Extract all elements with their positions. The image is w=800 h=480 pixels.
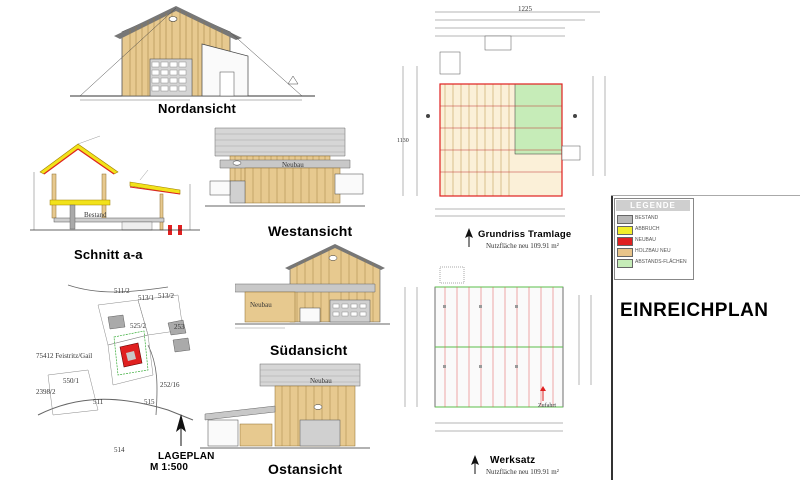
legend-swatch-abstand	[617, 259, 633, 268]
legend-label-abstand: ABSTANDS-FLÄCHEN	[635, 259, 687, 265]
lageplan-parcel-main: 75412 Feistritz/Gail	[36, 352, 93, 360]
schnitt-drawing	[30, 135, 200, 235]
westansicht-neubau-label: Neubau	[282, 161, 304, 169]
legend-swatch-bestand	[617, 215, 633, 224]
ostansicht-title: Ostansicht	[268, 461, 343, 477]
legend-item-neubau: NEUBAU	[617, 236, 691, 246]
legend-label-neubau: NEUBAU	[635, 237, 656, 243]
lageplan-parcel-5: 253	[174, 323, 185, 331]
lageplan-parcel-2: 513/1	[138, 294, 154, 302]
westansicht-title: Westansicht	[268, 223, 353, 239]
suedansicht-title: Südansicht	[270, 342, 348, 358]
lageplan-parcel-3: 513/2	[158, 292, 174, 300]
legend-item-bestand: BESTAND	[617, 214, 691, 224]
title-block-top-border	[611, 195, 800, 196]
north-arrow-icon	[176, 414, 186, 446]
lageplan-parcel-11: 252/16	[160, 381, 180, 389]
legend-swatch-neubau	[617, 237, 633, 246]
legend-item-holzbau: HOLZBAU NEU	[617, 247, 691, 257]
ostansicht-drawing	[200, 363, 370, 449]
lageplan-parcel-9: 515	[144, 398, 155, 406]
grundriss-dim-total: 1130	[397, 138, 409, 144]
lageplan-parcel-6: 550/1	[63, 377, 79, 385]
grundriss-area: Nutzfläche neu 109.91 m²	[486, 242, 559, 250]
werksatz-annex-label: Zufahrt	[538, 403, 556, 409]
schnitt-title: Schnitt a-a	[74, 247, 143, 262]
werksatz-drawing	[404, 266, 592, 432]
werksatz-area: Nutzfläche neu 109.91 m²	[486, 468, 559, 476]
grundriss-north-icon	[465, 228, 473, 247]
grundriss-drawing	[402, 11, 606, 217]
legend-swatch-abbruch	[617, 226, 633, 235]
lageplan-parcel-8: 511	[93, 398, 104, 406]
suedansicht-drawing	[235, 244, 390, 329]
lageplan-parcel-7: 2398/2	[36, 388, 56, 396]
werksatz-title: Werksatz	[490, 455, 536, 466]
grundriss-dim-top: 1225	[518, 5, 532, 13]
ostansicht-neubau-label: Neubau	[310, 377, 332, 385]
grundriss-title: Grundriss Tramlage	[478, 229, 572, 240]
legend-item-abbruch: ABBRUCH	[617, 225, 691, 235]
nordansicht-title: Nordansicht	[158, 101, 237, 116]
lageplan-title: LAGEPLAN	[158, 451, 215, 462]
lageplan-drawing	[37, 284, 194, 421]
lageplan-parcel-10: 514	[114, 446, 125, 454]
legend-label-abbruch: ABBRUCH	[635, 226, 660, 232]
lageplan-parcel-1: 511/2	[114, 287, 130, 295]
suedansicht-neubau-label: Neubau	[250, 301, 272, 309]
nordansicht-drawing	[70, 6, 315, 101]
title-block-border	[611, 195, 613, 480]
legend-item-abstand: ABSTANDS-FLÄCHEN	[617, 258, 691, 268]
lageplan-scale: M 1:500	[150, 462, 189, 473]
legend-title: LEGENDE	[616, 200, 690, 211]
legend-label-bestand: BESTAND	[635, 215, 659, 221]
schnitt-bestand-label: Bestand	[84, 211, 107, 219]
einreichplan-title: EINREICHPLAN	[620, 300, 769, 321]
westansicht-drawing	[205, 127, 365, 207]
lageplan-parcel-4: 525/2	[130, 322, 146, 330]
legend-label-holzbau: HOLZBAU NEU	[635, 248, 671, 254]
legend-swatch-holzbau	[617, 248, 633, 257]
werksatz-north-icon	[471, 455, 479, 474]
